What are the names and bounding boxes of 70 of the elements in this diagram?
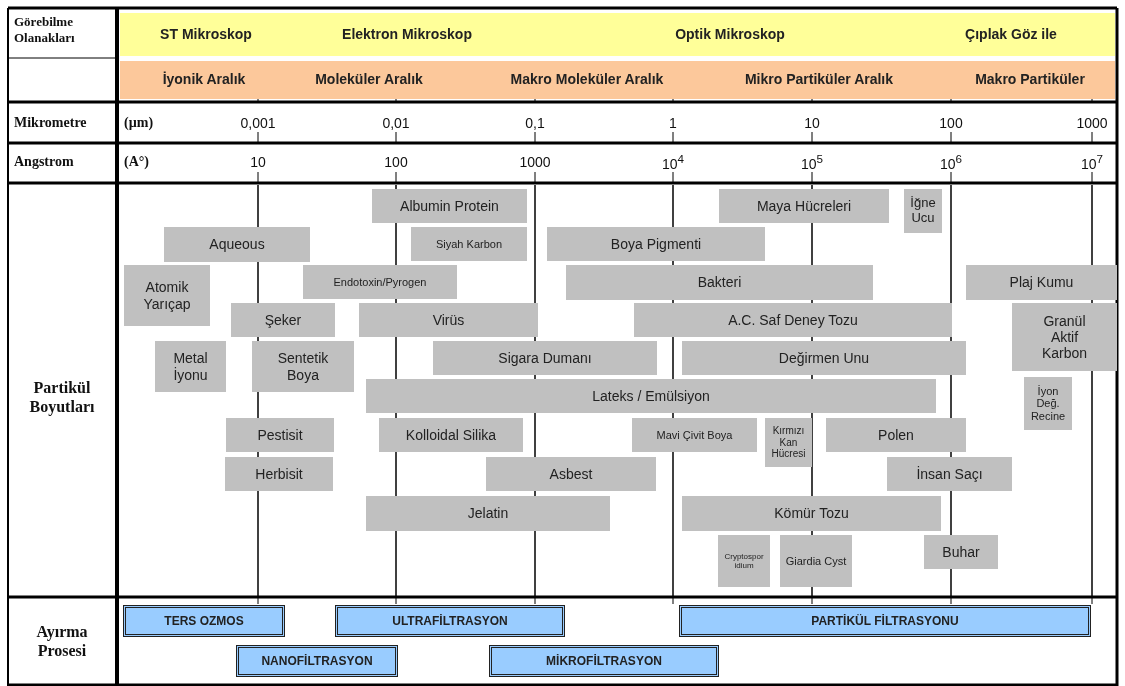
size-range-bar: Polen bbox=[826, 418, 966, 452]
size-range-bar: İnsan Saçı bbox=[887, 457, 1012, 491]
size-range-bar: A.C. Saf Deney Tozu bbox=[634, 303, 952, 337]
tick-label: 1 bbox=[669, 115, 677, 131]
row-header: Partikül Boyutları bbox=[28, 378, 96, 417]
visibility-band bbox=[120, 13, 1115, 56]
size-range-bar: Değirmen Unu bbox=[682, 341, 966, 375]
tick-label: 100 bbox=[384, 154, 408, 170]
size-range-bar: Virüs bbox=[359, 303, 538, 337]
size-range-bar: Şeker bbox=[231, 303, 335, 337]
band-heading: Elektron Mikroskop bbox=[342, 25, 472, 42]
size-range-bar: Sigara Dumanı bbox=[433, 341, 657, 375]
size-range-bar: Metal İyonu bbox=[155, 341, 226, 392]
band-heading: İyonik Aralık bbox=[162, 71, 246, 87]
tick-label: 10 bbox=[804, 115, 820, 131]
band-heading: Makro Partiküler bbox=[975, 71, 1085, 87]
band-heading: Moleküler Aralık bbox=[315, 71, 423, 87]
size-range-bar: Endotoxin/Pyrogen bbox=[303, 265, 457, 299]
size-range-bar: Lateks / Emülsiyon bbox=[366, 379, 936, 413]
size-range-bar: Kömür Tozu bbox=[682, 496, 941, 531]
row-header: Ayırma Prosesi bbox=[35, 622, 89, 661]
unit-label: (A°) bbox=[124, 154, 150, 170]
tick-label: 10$^{6}$ bbox=[939, 152, 963, 172]
size-range-bar: Herbisit bbox=[225, 457, 333, 491]
size-range-bar: Granül Aktif Karbon bbox=[1012, 303, 1117, 371]
row-header: Görebilme Olanakları bbox=[14, 14, 76, 46]
size-range-bar: Kolloidal Silika bbox=[379, 418, 523, 452]
row-header: Mikrometre bbox=[14, 115, 87, 131]
size-range-bar: Siyah Karbon bbox=[411, 227, 527, 261]
band-heading: Optik Mikroskop bbox=[675, 25, 785, 42]
size-range-bar: Plaj Kumu bbox=[966, 265, 1117, 300]
tick-label: 100 bbox=[939, 115, 963, 131]
range-band bbox=[120, 61, 1115, 99]
size-range-bar: Buhar bbox=[924, 535, 998, 569]
tick-label: 0,001 bbox=[240, 115, 276, 131]
tick-label: 10 bbox=[250, 154, 266, 170]
band-heading: Çıplak Göz ile bbox=[965, 25, 1057, 42]
process-bar: TERS OZMOS bbox=[123, 605, 285, 637]
size-range-bar: Sentetik Boya bbox=[252, 341, 354, 392]
band-heading: Makro Moleküler Aralık bbox=[510, 71, 664, 87]
tick-label: 0,01 bbox=[382, 115, 410, 131]
size-range-bar: Pestisit bbox=[226, 418, 334, 452]
tick-label: 0,1 bbox=[525, 115, 545, 131]
size-range-bar: İyon Değ. Recine bbox=[1024, 377, 1072, 430]
size-range-bar: İğne Ucu bbox=[904, 189, 942, 233]
size-range-bar: Cryptospor idium bbox=[718, 535, 770, 587]
size-range-bar: Atomik Yarıçap bbox=[124, 265, 210, 326]
size-range-bar: Asbest bbox=[486, 457, 656, 491]
size-range-bar: Albumin Protein bbox=[372, 189, 527, 223]
size-range-bar: Bakteri bbox=[566, 265, 873, 300]
process-bar: PARTİKÜL FİLTRASYONU bbox=[679, 605, 1091, 637]
band-heading: Mikro Partiküler Aralık bbox=[744, 71, 894, 87]
tick-label: 10$^{5}$ bbox=[800, 152, 824, 172]
row-header: Angstrom bbox=[14, 154, 74, 170]
size-range-bar: Jelatin bbox=[366, 496, 610, 531]
tick-label: 10$^{7}$ bbox=[1080, 152, 1104, 172]
band-heading: ST Mikroskop bbox=[160, 25, 252, 42]
unit-label: (µm) bbox=[124, 115, 154, 131]
size-range-bar: Mavi Çivit Boya bbox=[632, 418, 757, 452]
size-range-bar: Kırmızı Kan Hücresi bbox=[765, 418, 812, 467]
tick-label: 1000 bbox=[519, 154, 551, 170]
size-range-bar: Giardia Cyst bbox=[780, 535, 852, 587]
tick-label: 10$^{4}$ bbox=[661, 152, 685, 172]
process-bar: MİKROFİLTRASYON bbox=[489, 645, 719, 677]
process-bar: ULTRAFİLTRASYON bbox=[335, 605, 565, 637]
size-range-bar: Maya Hücreleri bbox=[719, 189, 889, 223]
size-range-bar: Boya Pigmenti bbox=[547, 227, 765, 261]
tick-label: 1000 bbox=[1076, 115, 1108, 131]
process-bar: NANOFİLTRASYON bbox=[236, 645, 398, 677]
size-range-bar: Aqueous bbox=[164, 227, 310, 262]
